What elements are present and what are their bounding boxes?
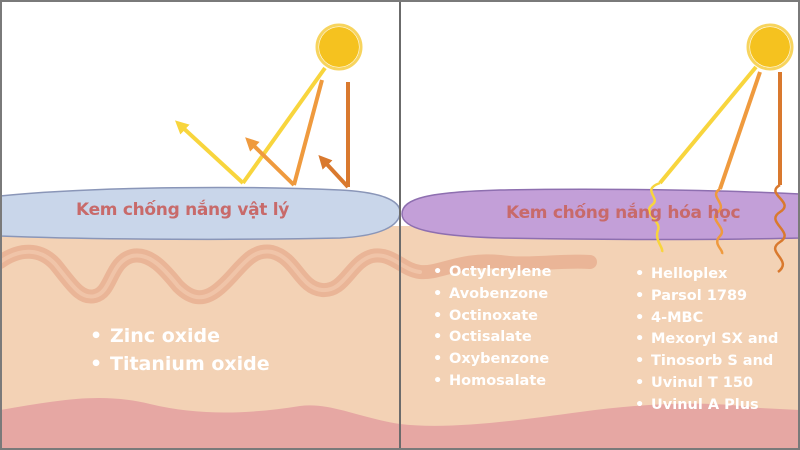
sun-icon xyxy=(315,23,363,71)
uv-ray-yellow xyxy=(658,65,758,185)
uv-ray-orange xyxy=(292,79,324,186)
physical-ingredient-list: Zinc oxide Titanium oxide xyxy=(90,322,270,378)
chemical-ingredient-list-2: Helloplex Parsol 1789 4-MBC Mexoryl SX a… xyxy=(635,264,778,417)
chemical-ingredient-list-1: Octylcrylene Avobenzone Octinoxate Octis… xyxy=(433,262,552,393)
ingredient-item: Uvinul T 150 xyxy=(635,373,778,395)
ingredient-item: 4-MBC xyxy=(635,308,778,330)
physical-sunscreen-title: Kem chống nắng vật lý xyxy=(76,200,290,220)
absorbed-ray-orange xyxy=(713,187,724,255)
ingredient-item: Octylcrylene xyxy=(433,262,552,284)
ingredient-item: Octinoxate xyxy=(433,306,551,328)
uv-ray-orange xyxy=(718,71,762,190)
ingredient-item: Homosalate xyxy=(433,371,551,393)
chemical-sunscreen-title: Kem chống nắng hóa học xyxy=(506,203,741,223)
chemical-sunscreen-layer xyxy=(401,188,800,241)
sun-icon xyxy=(746,23,794,71)
ingredient-item: Parsol 1789 xyxy=(635,286,778,308)
uv-ray-yellow xyxy=(241,66,327,185)
ingredient-item: Mexoryl SX and xyxy=(635,329,778,351)
reflected-ray-dark xyxy=(318,155,350,189)
ingredient-item: Tinosorb S and xyxy=(635,351,778,373)
ingredient-item: Avobenzone xyxy=(433,284,551,306)
absorbed-ray-yellow xyxy=(648,181,664,253)
ingredient-item: Oxybenzone xyxy=(433,349,551,371)
ingredient-item: Titanium oxide xyxy=(90,350,270,378)
ingredient-item: Octisalate xyxy=(433,327,551,349)
ingredient-item: Uvinul A Plus xyxy=(635,395,778,417)
absorbed-ray-dark xyxy=(773,183,786,273)
skin-wave-highlight xyxy=(0,249,422,300)
reflected-ray-yellow xyxy=(174,120,245,185)
deep-skin-layer xyxy=(0,397,800,450)
ingredient-item: Zinc oxide xyxy=(90,322,270,350)
reflected-ray-orange xyxy=(245,137,296,187)
ingredient-item: Helloplex xyxy=(635,264,778,286)
